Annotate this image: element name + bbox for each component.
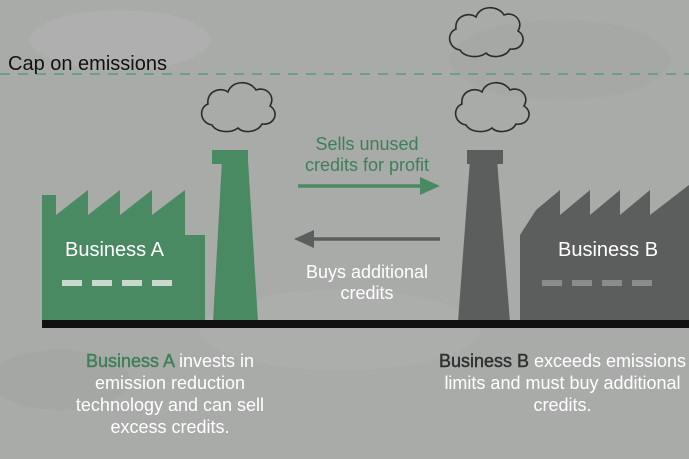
business-a-caption: Business A invests in emission reduction…	[50, 350, 290, 438]
smoke-cloud-icon	[448, 6, 524, 58]
ground-line	[42, 320, 689, 328]
arrow-right-icon	[298, 177, 440, 195]
business-b-caption-name: Business B	[438, 351, 529, 371]
business-b-caption-text: exceeds emissions limits and must buy ad…	[444, 351, 687, 415]
business-a-label: Business A	[65, 239, 164, 261]
business-b-label: Business B	[558, 239, 659, 261]
sell-credits-line2: credits for profit	[304, 155, 430, 175]
sell-credits-line1: Sells unused	[315, 134, 419, 154]
arrow-left-icon	[294, 230, 440, 248]
business-a-caption-text: invests in emission reduction technology…	[75, 351, 265, 437]
buy-credits-line2: credits	[340, 283, 394, 303]
buy-credits-line1: Buys additional	[305, 262, 429, 282]
sell-credits-text: Sells unused credits for profit	[272, 134, 462, 176]
background-texture	[0, 10, 670, 410]
cap-on-emissions-label: Cap on emissions	[8, 53, 167, 75]
factory-a-windows	[62, 280, 172, 286]
factory-b-icon	[458, 150, 689, 322]
factory-b-windows	[542, 280, 652, 286]
buy-credits-text: Buys additional credits	[272, 262, 462, 304]
smoke-cloud-icon	[200, 81, 276, 133]
factory-a-icon	[42, 150, 258, 322]
smoke-cloud-icon	[454, 81, 530, 133]
business-b-caption: Business B exceeds emissions limits and …	[436, 350, 689, 416]
business-a-caption-name: Business A	[85, 351, 174, 371]
